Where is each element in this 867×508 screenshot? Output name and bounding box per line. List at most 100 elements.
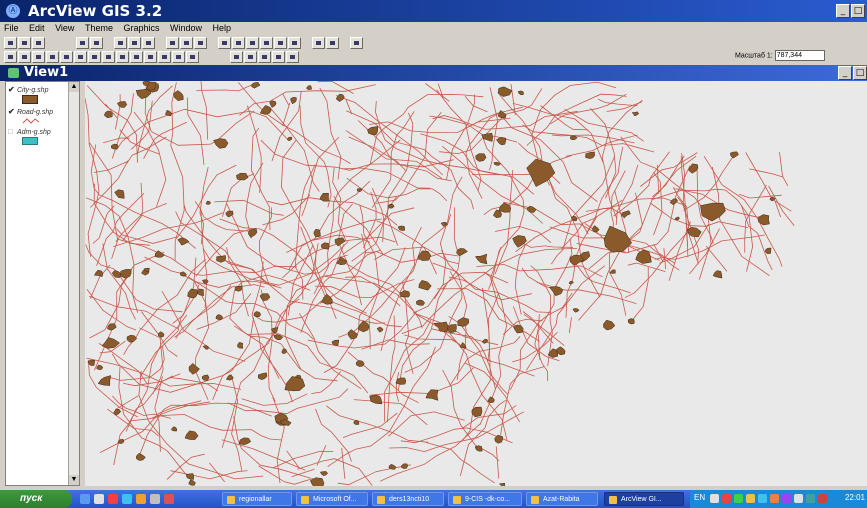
explorer-icon[interactable]	[94, 494, 104, 504]
tray-app4-icon[interactable]	[806, 494, 815, 503]
view-maximize-button[interactable]: □	[853, 66, 867, 80]
city-polygon	[631, 111, 640, 117]
theme-adm[interactable]: □ Adm-g.shp	[8, 127, 51, 136]
task-ders[interactable]: ders13ncti10	[372, 492, 444, 506]
text-tool[interactable]	[158, 51, 171, 63]
scroll-down-icon[interactable]: ▼	[69, 475, 79, 485]
zoom-selected-button[interactable]	[194, 37, 207, 49]
graphic-line-tool[interactable]	[244, 51, 257, 63]
tray-app3-icon[interactable]	[794, 494, 803, 503]
app-icon[interactable]	[164, 494, 174, 504]
theme-road-label: Road-g.shp	[16, 109, 54, 116]
tray-app2-icon[interactable]	[782, 494, 791, 503]
help-pointer-button[interactable]	[350, 37, 363, 49]
minimize-button[interactable]: _	[836, 4, 850, 18]
zoom-out-tool[interactable]	[74, 51, 87, 63]
media-icon[interactable]	[136, 494, 146, 504]
query-builder-button[interactable]	[142, 37, 155, 49]
ie-icon[interactable]	[122, 494, 132, 504]
toc-scrollbar[interactable]: ▲ ▼	[68, 82, 79, 485]
theme-city[interactable]: ✔ City-g.shp	[8, 85, 48, 94]
snap-tool[interactable]	[186, 51, 199, 63]
scroll-up-icon[interactable]: ▲	[69, 82, 79, 92]
map-display[interactable]	[85, 81, 867, 486]
desktop-icon[interactable]	[80, 494, 90, 504]
road-segment	[502, 318, 543, 335]
settings-icon[interactable]	[150, 494, 160, 504]
map-canvas[interactable]	[85, 81, 867, 486]
select-by-theme-button[interactable]	[260, 37, 273, 49]
menu-edit[interactable]: Edit	[29, 23, 45, 33]
task-regionallar[interactable]: regionallar	[222, 492, 292, 506]
menu-help[interactable]: Help	[212, 23, 232, 33]
tray-volume-icon[interactable]	[710, 494, 719, 503]
zoom-previous-button[interactable]	[246, 37, 259, 49]
select-feature-tool[interactable]	[46, 51, 59, 63]
zoom-in-tool[interactable]	[60, 51, 73, 63]
save-project-button[interactable]	[4, 37, 17, 49]
menu-view[interactable]: View	[55, 23, 75, 33]
graphic-point-tool[interactable]	[272, 51, 285, 63]
menu-graphics[interactable]: Graphics	[123, 23, 160, 33]
zoom-in-fixed-button[interactable]	[218, 37, 231, 49]
road-segment	[462, 287, 491, 441]
scale-input[interactable]	[774, 50, 825, 61]
city-polygon	[569, 254, 585, 266]
road-segment	[138, 370, 264, 480]
measure-tool[interactable]	[102, 51, 115, 63]
menu-file[interactable]: File	[4, 23, 19, 33]
tray-network-icon[interactable]	[734, 494, 743, 503]
clear-selection-button[interactable]	[274, 37, 287, 49]
graphic-polygon-tool[interactable]	[258, 51, 271, 63]
opera-icon[interactable]	[108, 494, 118, 504]
identify-tool[interactable]	[4, 51, 17, 63]
menu-theme[interactable]: Theme	[84, 23, 113, 33]
theme-properties-button[interactable]	[32, 37, 45, 49]
graphic-select-tool[interactable]	[230, 51, 243, 63]
zoom-out-fixed-button[interactable]	[232, 37, 245, 49]
graphic-circle-tool[interactable]	[286, 51, 299, 63]
language-indicator[interactable]: EN	[694, 493, 706, 502]
task-microsoft-office[interactable]: Microsoft Of...	[296, 492, 368, 506]
zoom-full-button[interactable]	[166, 37, 179, 49]
theme-road[interactable]: ✔ Road-g.shp	[8, 107, 53, 116]
tray-app-icon[interactable]	[770, 494, 779, 503]
pointer-tool[interactable]	[18, 51, 31, 63]
task-arcview[interactable]: ArcView GI...	[604, 492, 684, 506]
zoom-active-button[interactable]	[180, 37, 193, 49]
city-polygon	[621, 210, 631, 219]
print-button[interactable]	[326, 37, 339, 49]
pan-tool[interactable]	[88, 51, 101, 63]
hotlink-tool[interactable]	[116, 51, 129, 63]
view-minimize-button[interactable]: _	[838, 66, 852, 80]
theme-adm-checkbox[interactable]: □	[8, 127, 13, 136]
tray-messenger-icon[interactable]	[758, 494, 767, 503]
edit-legend-button[interactable]	[76, 37, 89, 49]
menu-window[interactable]: Window	[170, 23, 203, 33]
area-of-interest-tool[interactable]	[130, 51, 143, 63]
help-button[interactable]	[288, 37, 301, 49]
label-tool[interactable]	[144, 51, 157, 63]
maximize-button[interactable]: □	[851, 4, 865, 18]
find-button[interactable]	[114, 37, 127, 49]
layout-button[interactable]	[312, 37, 325, 49]
road-segment	[550, 93, 627, 125]
add-theme-button[interactable]	[18, 37, 31, 49]
road-segment	[371, 111, 415, 208]
draw-tool[interactable]	[172, 51, 185, 63]
task-cis[interactable]: 9-CIS -dk-co...	[448, 492, 522, 506]
open-table-button[interactable]	[90, 37, 103, 49]
locate-address-button[interactable]	[128, 37, 141, 49]
start-button[interactable]: пуск	[0, 490, 72, 508]
tray-app5-icon[interactable]	[818, 494, 827, 503]
road-segment	[237, 82, 351, 164]
tray-antivirus-icon[interactable]	[722, 494, 731, 503]
road-segment	[228, 317, 338, 382]
theme-road-checkbox[interactable]: ✔	[8, 107, 15, 116]
tray-update-icon[interactable]	[746, 494, 755, 503]
theme-city-checkbox[interactable]: ✔	[8, 85, 15, 94]
vertex-edit-tool[interactable]	[32, 51, 45, 63]
clock: 22:01	[844, 493, 865, 502]
task-azat-rabita[interactable]: Azat-Rabita	[526, 492, 598, 506]
arcview-app-icon[interactable]: Ⓐ	[6, 4, 20, 18]
